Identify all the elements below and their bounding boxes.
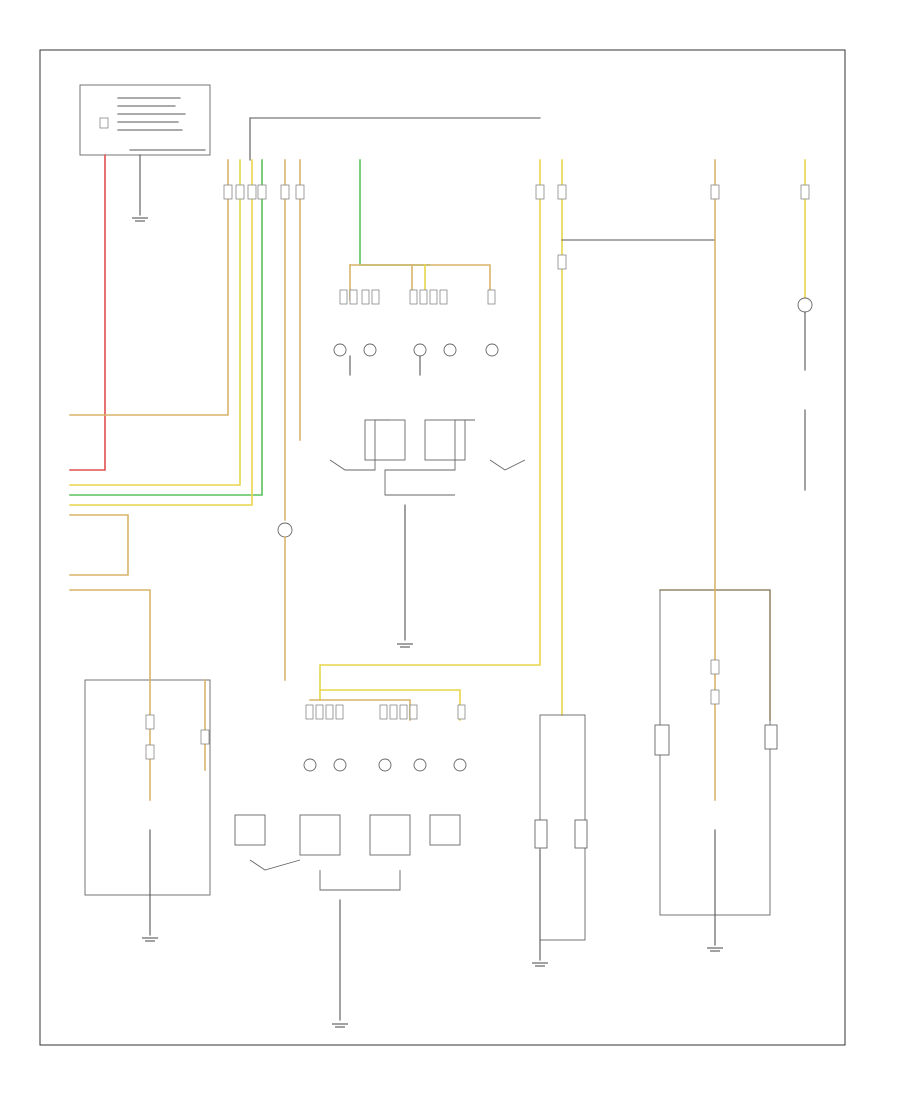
wire-tan-2	[69, 514, 129, 576]
fuse-block	[79, 84, 211, 156]
lamp-row-center-lower	[303, 758, 467, 772]
wire-yellow-1	[69, 159, 241, 486]
lamp-row-center-upper	[333, 343, 499, 357]
fuse-block-box	[79, 84, 211, 156]
center-housing-lower	[234, 814, 461, 891]
ground-symbol-center	[397, 643, 413, 648]
ground-symbol	[132, 217, 148, 222]
lower-left-housing	[84, 679, 211, 896]
connector-row-col2	[280, 184, 305, 200]
connector-row-right-top	[535, 184, 567, 270]
wire-green-1	[69, 159, 263, 496]
lower-right-housing	[654, 589, 778, 916]
diagram-frame	[39, 49, 846, 1046]
wire-yellow-2	[69, 159, 253, 506]
wire-red-feed	[69, 154, 106, 471]
ground-symbol-lower-left	[142, 937, 158, 942]
ground-row-center-upper	[349, 355, 421, 376]
ground-symbol-lower-rc	[532, 962, 548, 967]
wire-green-center	[359, 159, 431, 266]
connector-row-center-lower	[305, 704, 466, 720]
wire-tan-center-bus	[349, 264, 491, 301]
lower-right-center-housing	[534, 714, 588, 941]
wire-yellow-right-1	[319, 159, 541, 701]
connector-farright	[710, 184, 810, 200]
ground-symbol-lower-right	[707, 947, 723, 952]
lamp-farright-upper	[797, 297, 813, 371]
wire-tan-lower-left	[69, 589, 151, 681]
left-lamp-upper	[277, 522, 293, 681]
center-housing-upper	[329, 419, 526, 496]
connector-row-center-upper	[339, 289, 496, 305]
connector-row-top-left	[223, 184, 267, 200]
wire-tan-1	[69, 159, 229, 416]
ground-symbol-center-lower	[332, 1023, 348, 1028]
fuse-symbol	[99, 117, 109, 129]
